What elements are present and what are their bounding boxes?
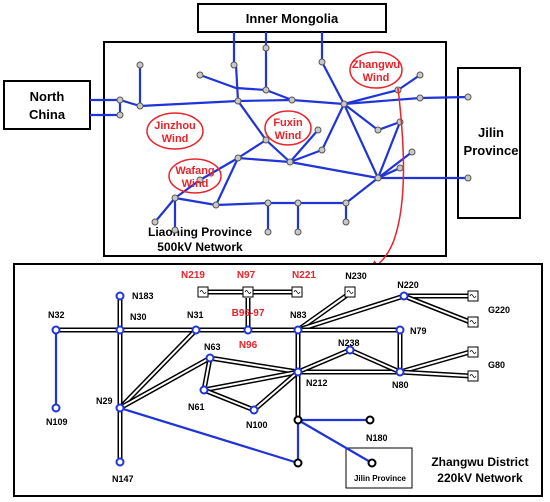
- label-n29: N29: [96, 396, 113, 406]
- label-n32: N32: [48, 310, 65, 320]
- liaoning-500kv-network: Inner Mongolia North China Jilin Provinc…: [3, 3, 521, 272]
- gen-n219: [197, 286, 209, 298]
- gen-g220-b: [467, 316, 479, 328]
- north-china-box: [3, 80, 91, 130]
- label-n80: N80: [392, 380, 409, 390]
- zoom-arrow: [367, 87, 405, 272]
- label-n31: N31: [187, 310, 204, 320]
- label-n147: N147: [112, 474, 134, 484]
- liaoning-label-1: Liaoning Province: [148, 225, 252, 239]
- label-n100: N100: [246, 420, 268, 430]
- jilin-label-2: Province: [464, 143, 519, 158]
- svg-text:Wind: Wind: [363, 72, 390, 84]
- svg-text:Wind: Wind: [275, 130, 302, 142]
- label-n97: N97: [237, 270, 256, 281]
- label-b9697: B96-97: [232, 308, 265, 319]
- inner-mongolia-label: Inner Mongolia: [246, 11, 339, 26]
- north-china-label-1: North: [30, 89, 65, 104]
- label-n63: N63: [204, 342, 221, 352]
- label-g220: G220: [488, 305, 510, 315]
- 500kv-nodes: [116, 44, 472, 236]
- label-n96: N96: [239, 340, 258, 351]
- jilin-label-1: Jilin: [478, 125, 504, 140]
- label-g80: G80: [488, 360, 505, 370]
- zhangwu-label-2: 220kV Network: [437, 471, 523, 485]
- gen-g80-b: [467, 370, 479, 382]
- label-n219: N219: [181, 270, 205, 281]
- wind-wafang: Wafang Wind: [168, 158, 222, 194]
- jilin-small-label: Jilin Province: [354, 474, 407, 483]
- gen-n97: [242, 286, 254, 298]
- label-n183: N183: [132, 291, 154, 301]
- gen-n221: [291, 286, 303, 298]
- label-n30: N30: [130, 312, 147, 322]
- label-n221: N221: [292, 270, 316, 281]
- svg-text:Wind: Wind: [182, 178, 209, 190]
- liaoning-label-2: 500kV Network: [157, 240, 243, 254]
- label-n212: N212: [306, 378, 328, 388]
- north-china-label-2: China: [29, 107, 66, 122]
- wind-fuxin: Fuxin Wind: [264, 110, 312, 146]
- gen-n230: [344, 286, 356, 298]
- wind-jinzhou: Jinzhou Wind: [146, 112, 204, 150]
- label-n180: N180: [366, 433, 388, 443]
- label-n61: N61: [188, 402, 205, 412]
- label-n83: N83: [290, 310, 307, 320]
- jilin-province-box: [457, 67, 521, 219]
- svg-text:Jinzhou: Jinzhou: [154, 120, 196, 132]
- svg-text:Wind: Wind: [162, 133, 189, 145]
- label-n238: N238: [338, 338, 360, 348]
- svg-text:Zhangwu: Zhangwu: [352, 59, 400, 71]
- generators: [197, 286, 479, 382]
- wind-zhangwu: Zhangwu Wind: [349, 51, 403, 89]
- label-n230: N230: [345, 271, 367, 281]
- label-n220: N220: [397, 280, 419, 290]
- 220kv-nodes: [51, 291, 409, 468]
- label-n79: N79: [410, 326, 427, 336]
- inner-mongolia-box: [197, 3, 387, 33]
- 220kv-blue-lines: [54, 330, 373, 465]
- zhangwu-220kv-network: Zhangwu District 220kV Network Jilin Pro…: [13, 263, 543, 497]
- zhangwu-label-1: Zhangwu District: [431, 455, 528, 469]
- svg-text:Wafang: Wafang: [175, 165, 214, 177]
- gen-g80-a: [467, 346, 479, 358]
- label-n109: N109: [46, 417, 68, 427]
- svg-text:Fuxin: Fuxin: [273, 117, 303, 129]
- gen-g220-a: [467, 290, 479, 302]
